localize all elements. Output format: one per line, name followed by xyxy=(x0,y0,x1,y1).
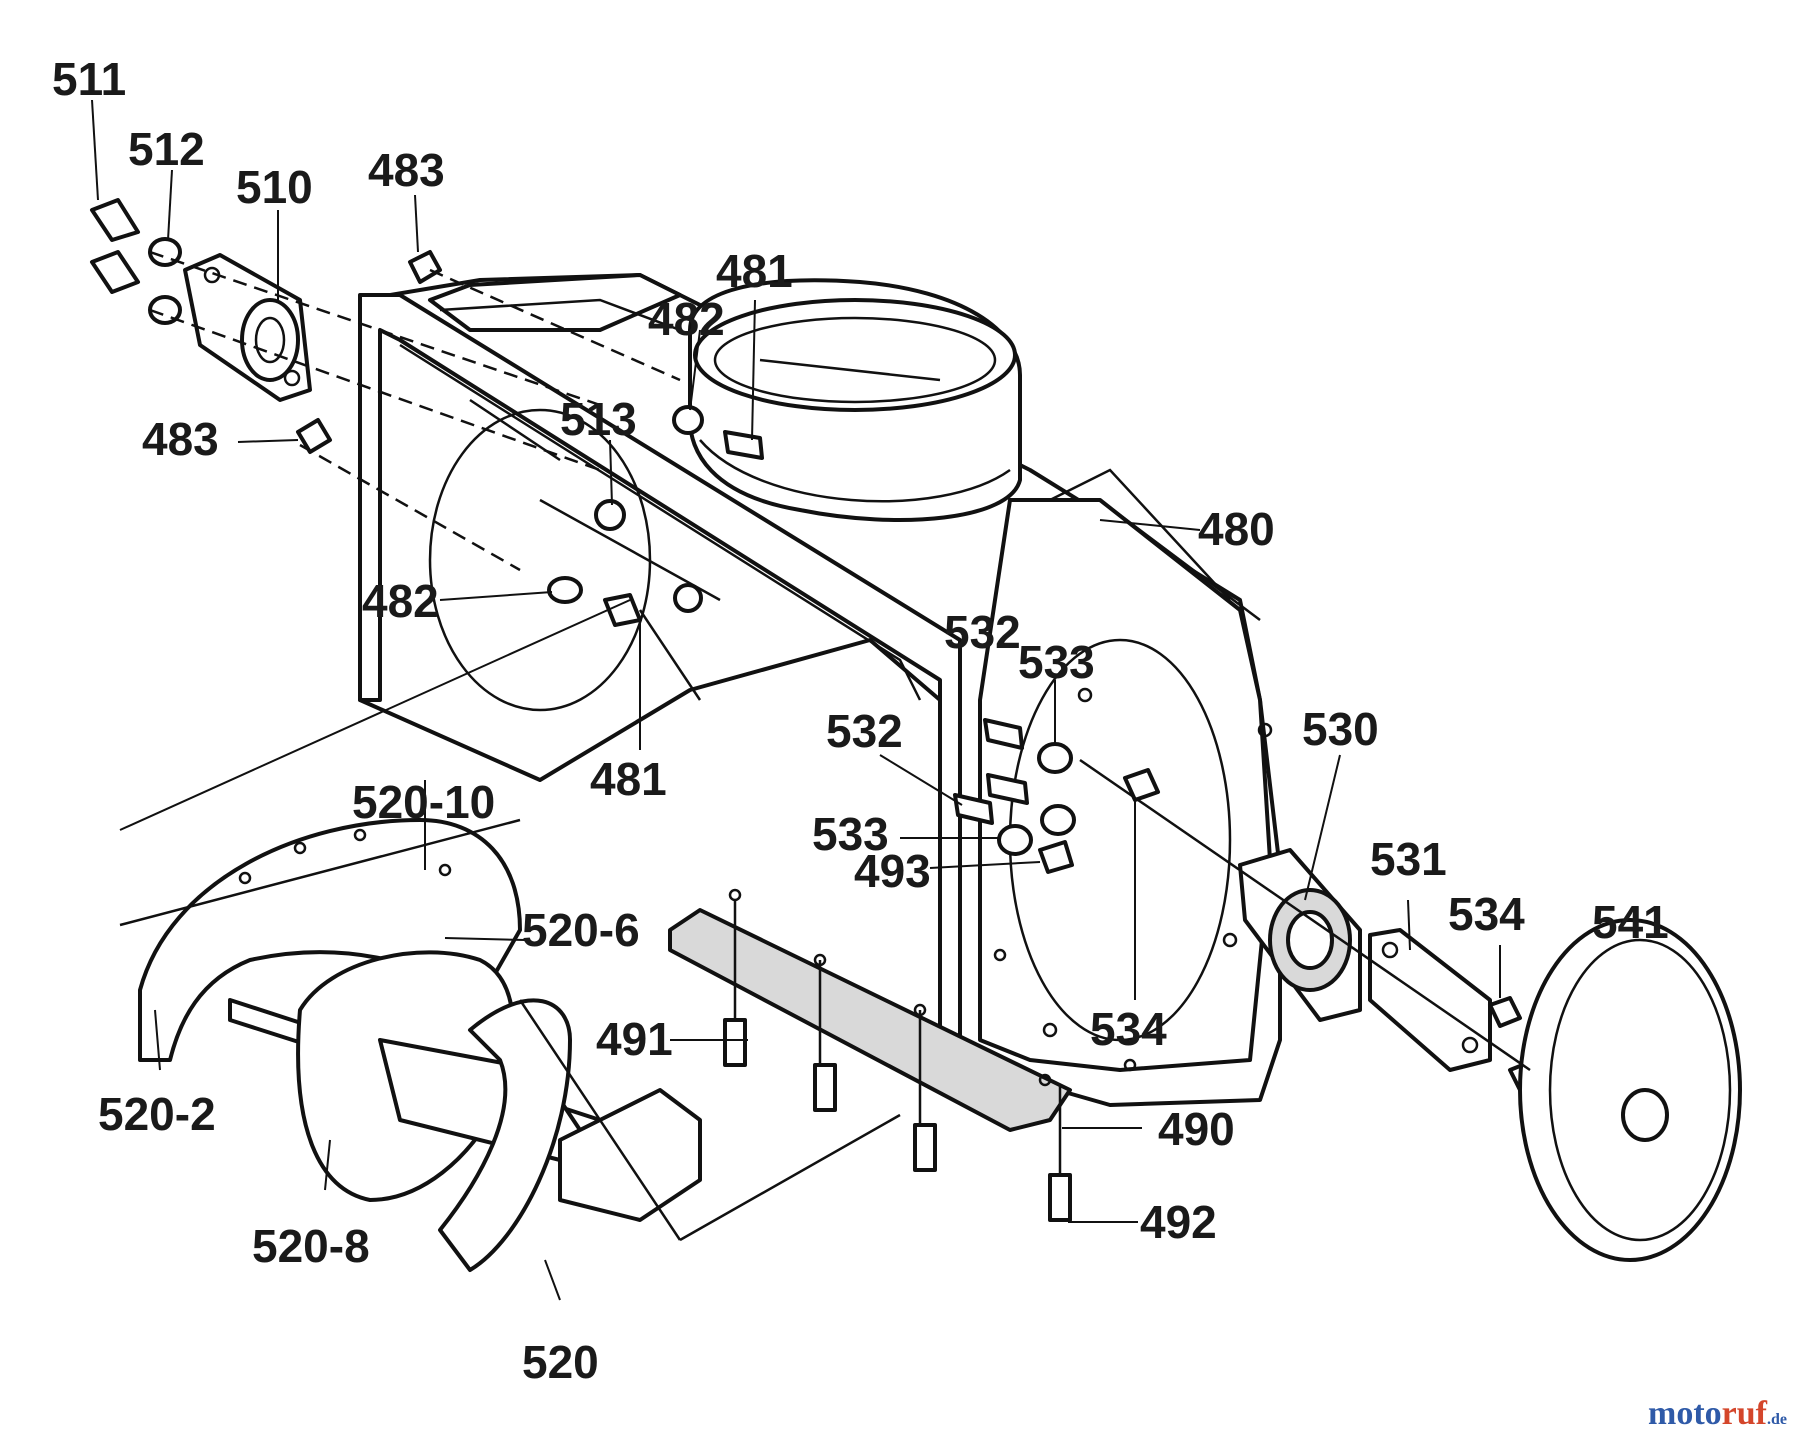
callout-520-10: 520-10 xyxy=(352,776,495,828)
fasteners-center xyxy=(547,405,764,627)
callout-513: 513 xyxy=(560,393,637,445)
callout-541: 541 xyxy=(1592,896,1669,948)
callout-490: 490 xyxy=(1158,1103,1235,1155)
assembly-line xyxy=(299,443,521,572)
callout-533: 533 xyxy=(812,808,889,860)
callout-511: 511 xyxy=(52,53,126,105)
callout-482: 482 xyxy=(362,575,439,627)
discharge-chute-ring xyxy=(688,278,1022,522)
callout-481: 481 xyxy=(716,245,793,297)
shaft-line xyxy=(1079,758,1531,1072)
nuts-483 xyxy=(296,250,442,454)
callout-483: 483 xyxy=(142,413,219,465)
callout-534: 534 xyxy=(1448,888,1525,940)
assembly-line xyxy=(149,250,601,407)
callout-482: 482 xyxy=(648,293,725,345)
callout-481: 481 xyxy=(590,753,667,805)
callout-532: 532 xyxy=(944,606,1021,658)
leader-lines xyxy=(91,99,1501,1301)
callout-labels: 511 512 510 483 483 481 482 513 480 482 … xyxy=(52,53,1669,1388)
assembly-line xyxy=(429,268,681,382)
callout-512: 512 xyxy=(128,123,205,175)
callout-491: 491 xyxy=(596,1013,673,1065)
callout-520-2: 520-2 xyxy=(98,1088,216,1140)
bolt-511 xyxy=(90,198,140,294)
callout-480: 480 xyxy=(1198,503,1275,555)
housing-480 xyxy=(358,273,1282,1107)
callout-510: 510 xyxy=(236,161,313,213)
callout-531: 531 xyxy=(1370,833,1447,885)
callout-520-8: 520-8 xyxy=(252,1220,370,1272)
pulley-541 xyxy=(1518,918,1742,1262)
callout-483: 483 xyxy=(368,144,445,196)
bolts-491-492 xyxy=(723,900,1072,1222)
assembly-line xyxy=(149,308,601,472)
bearing-flange-510 xyxy=(183,253,312,402)
callout-530: 530 xyxy=(1302,703,1379,755)
callout-492: 492 xyxy=(1140,1196,1217,1248)
auger-520 xyxy=(119,818,901,1272)
callout-520-6: 520-6 xyxy=(522,904,640,956)
callout-533: 533 xyxy=(1018,636,1095,688)
callout-520: 520 xyxy=(522,1336,599,1388)
scraper-bar-490 xyxy=(668,888,1072,1132)
svg-text:motoruf.de: motoruf.de xyxy=(1648,1395,1787,1432)
callout-493: 493 xyxy=(854,845,931,897)
fasteners-532-533 xyxy=(953,718,1076,874)
callout-534: 534 xyxy=(1090,1003,1167,1055)
callout-532: 532 xyxy=(826,705,903,757)
watermark-logo: motoruf.de xyxy=(1648,1395,1787,1432)
